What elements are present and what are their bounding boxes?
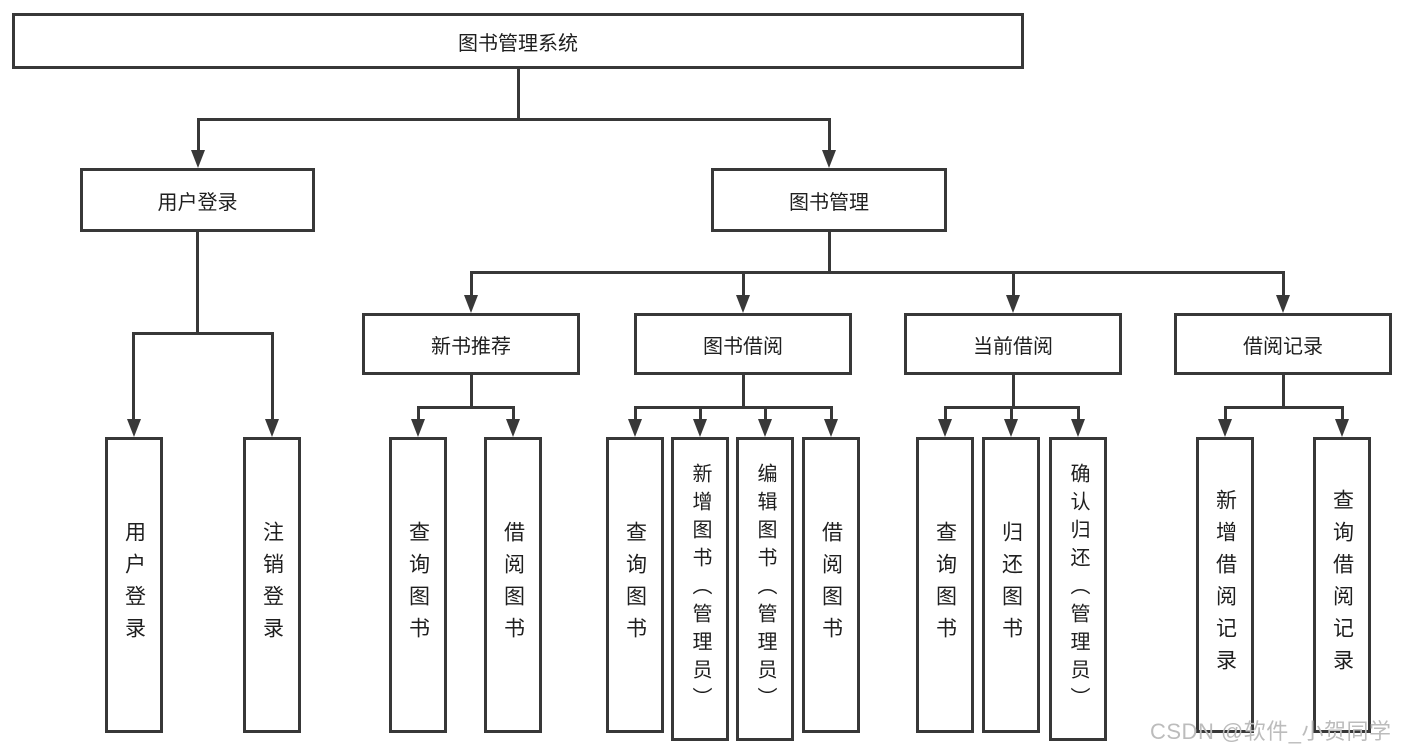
- leaf-user-login: 用户登录: [105, 437, 163, 733]
- arrowhead-leaf-3: [411, 419, 425, 437]
- arrowhead-leaf-6: [693, 419, 707, 437]
- leaf-logout-label: 注销登录: [260, 521, 284, 649]
- node-borrow-records-label: 借阅记录: [1243, 335, 1323, 358]
- arrowhead-leaf-13: [1335, 419, 1349, 437]
- leaf-query-books-borrow: 查询图书: [606, 437, 664, 733]
- connector-drop-leaf-13: [1341, 406, 1344, 422]
- leaf-query-books-borrow-label: 查询图书: [623, 521, 647, 649]
- leaf-query-books-newrec-label: 查询图书: [406, 521, 430, 649]
- arrowhead-leaf-11: [1071, 419, 1085, 437]
- connector-drop-leaf-4: [512, 406, 515, 422]
- node-current-borrow-label: 当前借阅: [973, 335, 1053, 358]
- leaf-edit-books-admin: 编辑图书（管理员）: [736, 437, 794, 741]
- leaf-return-books-label: 归还图书: [999, 521, 1023, 649]
- leaf-logout: 注销登录: [243, 437, 301, 733]
- connector-drop-leaf-logout: [271, 332, 274, 422]
- leaf-query-borrow-record-label: 查询借阅记录: [1330, 489, 1354, 681]
- connector-book-management-stem: [828, 232, 831, 273]
- connector-drop-user-login: [197, 118, 200, 154]
- leaf-return-books: 归还图书: [982, 437, 1040, 733]
- arrowhead-user-login: [191, 150, 205, 168]
- leaf-confirm-return-admin-label: 确认归还（管理员）: [1067, 463, 1089, 715]
- leaf-borrow-books-newrec-label: 借阅图书: [501, 521, 525, 649]
- leaf-query-borrow-record: 查询借阅记录: [1313, 437, 1371, 733]
- node-book-management-label: 图书管理: [789, 191, 869, 214]
- leaf-query-books-current: 查询图书: [916, 437, 974, 733]
- arrowhead-leaf-12: [1218, 419, 1232, 437]
- arrowhead-leaf-8: [824, 419, 838, 437]
- node-root-label: 图书管理系统: [458, 32, 578, 55]
- connector-user-login-rail: [132, 332, 274, 335]
- leaf-borrow-books-newrec: 借阅图书: [484, 437, 542, 733]
- leaf-add-borrow-record-label: 新增借阅记录: [1213, 489, 1237, 681]
- connector-borrow-records-stem: [1282, 375, 1285, 409]
- connector-drop-book-management: [828, 118, 831, 154]
- arrowhead-borrow-records: [1276, 295, 1290, 313]
- leaf-edit-books-admin-label: 编辑图书（管理员）: [754, 463, 776, 715]
- connector-drop-borrow-records: [1282, 271, 1285, 299]
- leaf-query-books-newrec: 查询图书: [389, 437, 447, 733]
- arrowhead-new-book: [464, 295, 478, 313]
- connector-new-book-rail: [417, 406, 515, 409]
- node-new-book-recommend: 新书推荐: [362, 313, 580, 375]
- node-new-book-recommend-label: 新书推荐: [431, 335, 511, 358]
- node-root: 图书管理系统: [12, 13, 1024, 69]
- arrowhead-book-borrow: [736, 295, 750, 313]
- leaf-add-books-admin: 新增图书（管理员）: [671, 437, 729, 741]
- connector-drop-leaf-7: [764, 406, 767, 422]
- leaf-confirm-return-admin: 确认归还（管理员）: [1049, 437, 1107, 741]
- connector-level3-rail: [470, 271, 1284, 274]
- connector-borrow-records-rail: [1224, 406, 1344, 409]
- connector-level2-rail: [197, 118, 831, 121]
- arrowhead-leaf-4: [506, 419, 520, 437]
- connector-drop-leaf-8: [830, 406, 833, 422]
- leaf-borrow-books-borrow: 借阅图书: [802, 437, 860, 733]
- leaf-borrow-books-borrow-label: 借阅图书: [819, 521, 843, 649]
- connector-drop-leaf-3: [417, 406, 420, 422]
- arrowhead-book-management: [822, 150, 836, 168]
- arrowhead-leaf-login: [127, 419, 141, 437]
- connector-drop-leaf-login: [132, 332, 135, 422]
- connector-drop-leaf-9: [944, 406, 947, 422]
- csdn-watermark: CSDN @软件_小贺同学: [1150, 719, 1392, 744]
- node-book-borrow-label: 图书借阅: [703, 335, 783, 358]
- leaf-query-books-current-label: 查询图书: [933, 521, 957, 649]
- arrowhead-current-borrow: [1006, 295, 1020, 313]
- node-book-borrow: 图书借阅: [634, 313, 852, 375]
- connector-user-login-stem: [196, 232, 199, 334]
- arrowhead-leaf-logout: [265, 419, 279, 437]
- connector-drop-new-book: [470, 271, 473, 299]
- leaf-user-login-label: 用户登录: [122, 521, 146, 649]
- connector-drop-current-borrow: [1012, 271, 1015, 299]
- node-current-borrow: 当前借阅: [904, 313, 1122, 375]
- connector-drop-leaf-6: [699, 406, 702, 422]
- leaf-add-borrow-record: 新增借阅记录: [1196, 437, 1254, 733]
- node-user-login-label: 用户登录: [157, 191, 238, 214]
- connector-current-borrow-stem: [1012, 375, 1015, 409]
- arrowhead-leaf-10: [1004, 419, 1018, 437]
- arrowhead-leaf-7: [758, 419, 772, 437]
- node-user-login: 用户登录: [80, 168, 315, 232]
- connector-drop-book-borrow: [742, 271, 745, 299]
- arrowhead-leaf-9: [938, 419, 952, 437]
- connector-drop-leaf-5: [634, 406, 637, 422]
- connector-drop-leaf-11: [1077, 406, 1080, 422]
- connector-book-borrow-stem: [742, 375, 745, 409]
- connector-drop-leaf-12: [1224, 406, 1227, 422]
- connector-new-book-stem: [470, 375, 473, 409]
- connector-root-stem: [517, 69, 520, 120]
- node-borrow-records: 借阅记录: [1174, 313, 1392, 375]
- arrowhead-leaf-5: [628, 419, 642, 437]
- node-book-management: 图书管理: [711, 168, 947, 232]
- leaf-add-books-admin-label: 新增图书（管理员）: [689, 463, 711, 715]
- connector-drop-leaf-10: [1010, 406, 1013, 422]
- connector-book-borrow-rail: [634, 406, 833, 409]
